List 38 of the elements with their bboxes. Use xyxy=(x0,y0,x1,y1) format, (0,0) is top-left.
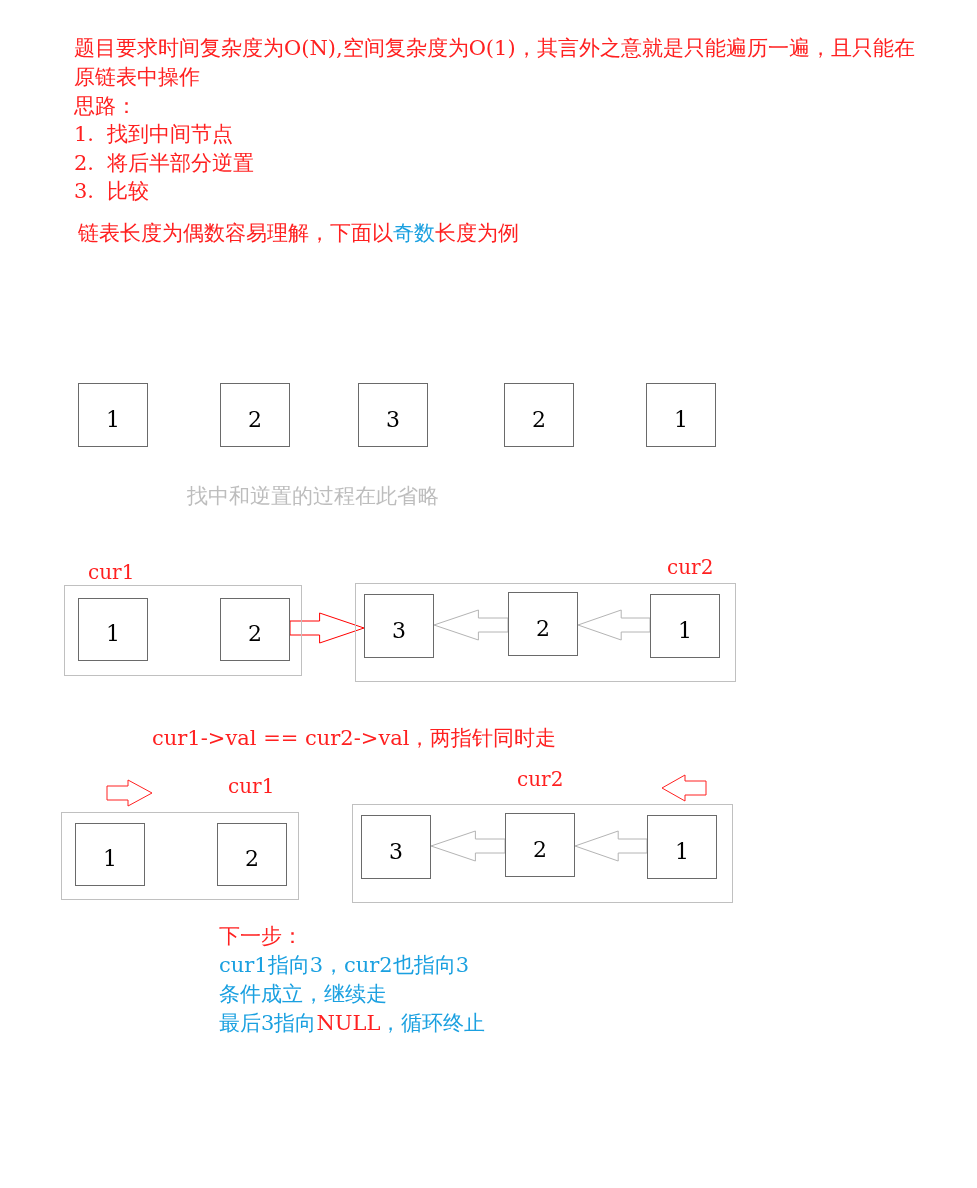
list-node-box: 2 xyxy=(504,383,574,447)
arrow xyxy=(289,612,365,644)
pointer-label: cur1 xyxy=(88,560,135,584)
list-node-box: 1 xyxy=(75,823,145,886)
note-text: 条件成立，继续走 xyxy=(219,981,388,1008)
text-line: 思路： xyxy=(74,93,138,120)
arrow xyxy=(430,830,506,862)
list-node-box: 1 xyxy=(650,594,720,658)
list-node-box: 1 xyxy=(647,815,717,879)
list-item: 3. 比较 xyxy=(74,178,151,205)
list-node-box: 2 xyxy=(220,383,290,447)
list-node-box: 3 xyxy=(358,383,428,447)
list-node-box: 1 xyxy=(646,383,716,447)
arrow xyxy=(574,830,648,862)
list-node-box: 1 xyxy=(78,598,148,661)
text-line: 链表长度为偶数容易理解，下面以 xyxy=(78,221,393,245)
list-item: 2. 将后半部分逆置 xyxy=(74,150,256,177)
pointer-label: cur2 xyxy=(517,767,564,791)
list-node-box: 2 xyxy=(217,823,287,886)
heading-text: 题目要求时间复杂度为O(N),空间复杂度为O(1)，其言外之意就是只能遍历一遍，且只能在原链表中操作 xyxy=(74,35,916,91)
pointer-label: cur2 xyxy=(667,555,714,579)
list-node-box: 2 xyxy=(505,813,575,877)
arrow xyxy=(433,609,509,641)
list-node-box: 2 xyxy=(508,592,578,656)
note-text: cur1指向3，cur2也指向3 xyxy=(219,952,471,979)
note-text: 下一步： xyxy=(219,923,304,950)
list-node-box: 1 xyxy=(78,383,148,447)
text-line: 奇数 xyxy=(393,221,435,245)
text-line: 长度为例 xyxy=(435,221,519,245)
note-text: 最后3指向NULL，循环终止 xyxy=(219,1010,487,1037)
pointer-label: cur1 xyxy=(228,774,275,798)
list-node-box: 3 xyxy=(364,594,434,658)
list-node-box: 2 xyxy=(220,598,290,661)
note-text: 找中和逆置的过程在此省略 xyxy=(187,483,440,510)
list-node-box: 3 xyxy=(361,815,431,879)
arrow xyxy=(577,609,651,641)
list-item: 1. 找到中间节点 xyxy=(74,121,235,148)
condition-text: cur1->val == cur2->val，两指针同时走 xyxy=(152,725,558,752)
